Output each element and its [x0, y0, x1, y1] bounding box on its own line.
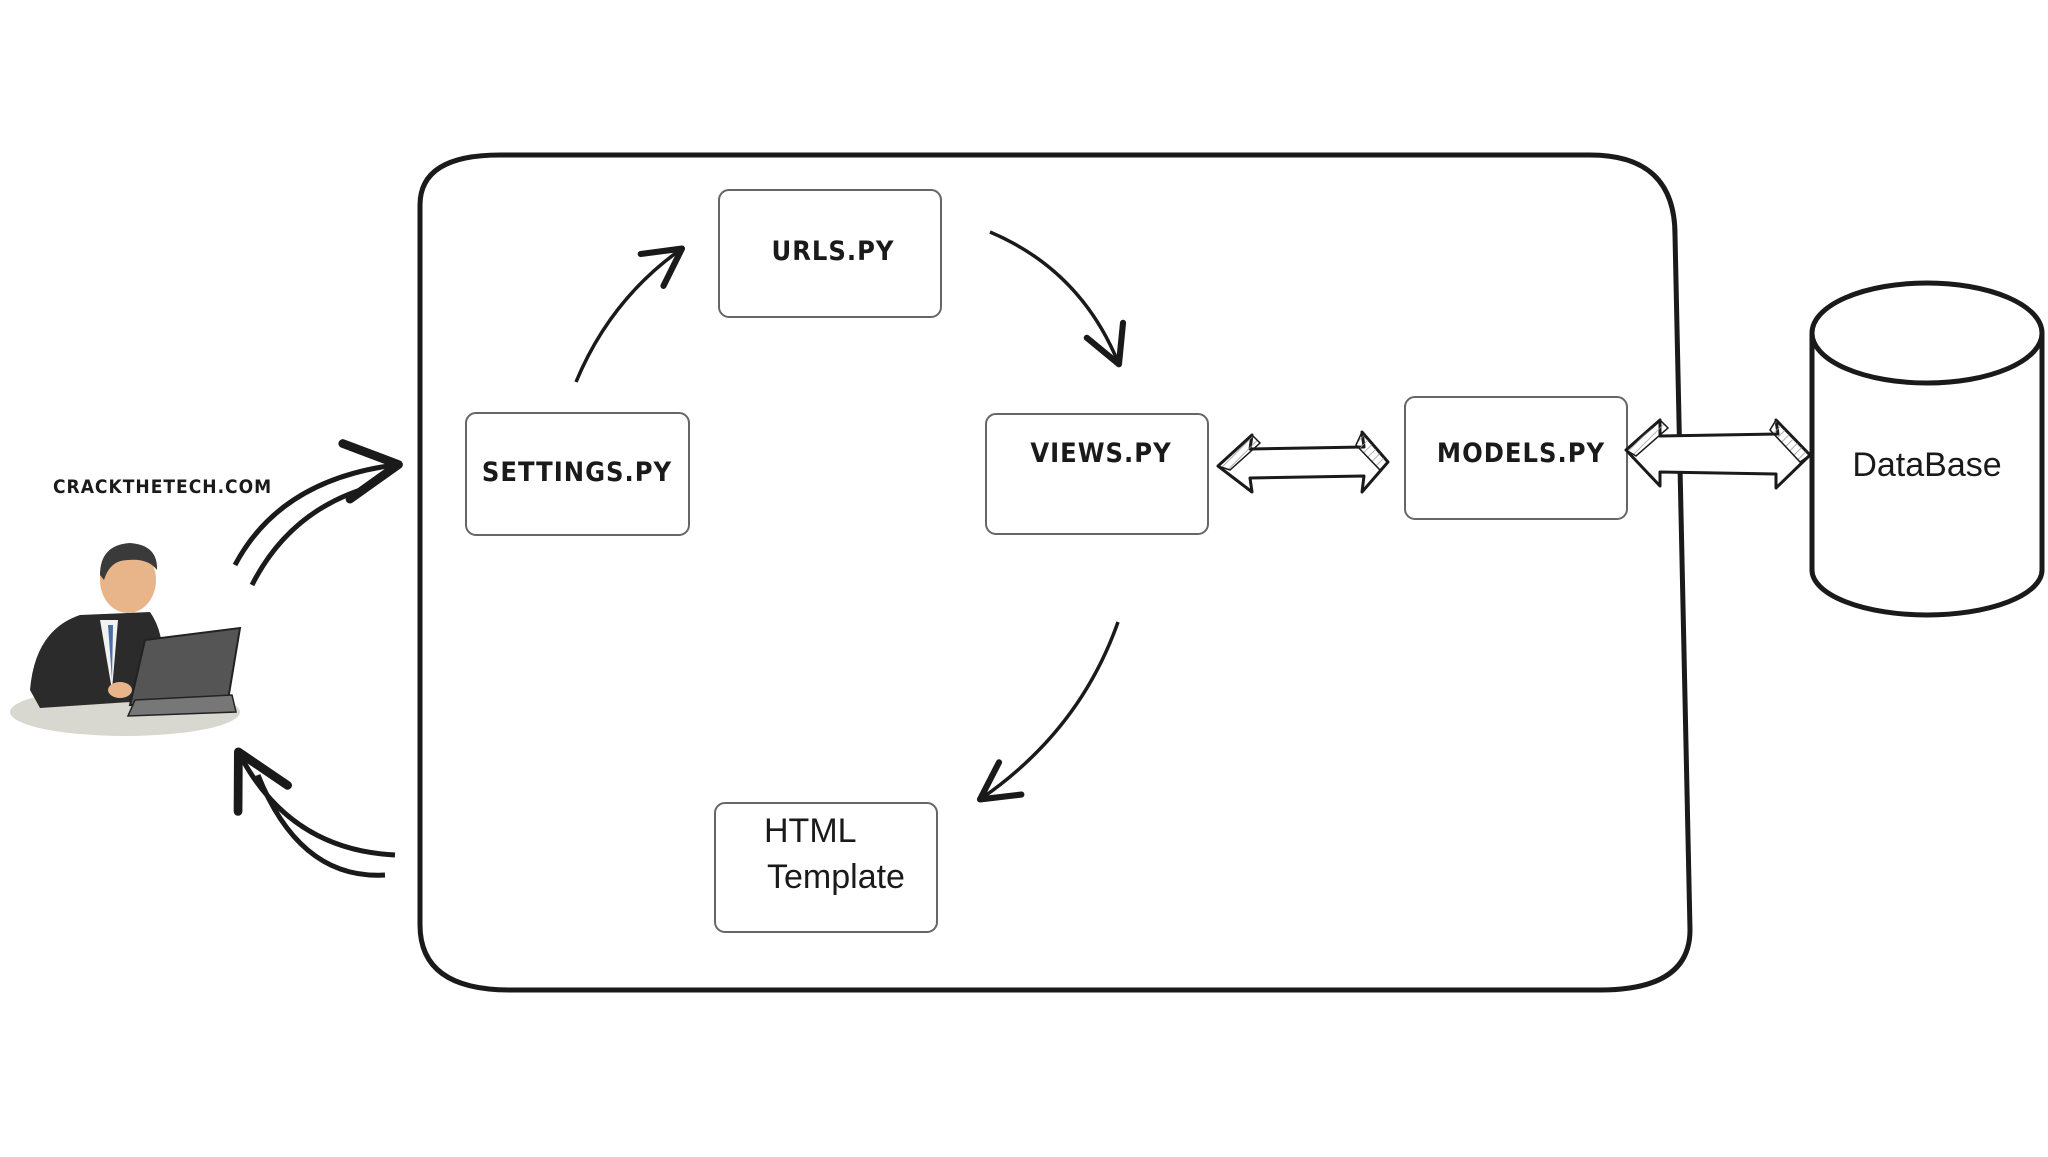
views-box: VIEWS.PY	[985, 413, 1209, 535]
settings-to-urls-arrow	[574, 245, 686, 383]
response-arrow	[233, 747, 396, 858]
server-container	[417, 152, 1693, 993]
models-database-double-arrow	[1624, 418, 1812, 490]
request-arrow	[232, 439, 403, 567]
models-box: MODELS.PY	[1404, 396, 1628, 520]
views-to-template-arrow	[976, 621, 1120, 803]
response-arrow-echo	[255, 774, 386, 878]
settings-label: SETTINGS.PY	[482, 457, 672, 488]
views-models-double-arrow	[1216, 430, 1390, 494]
urls-to-views-arrow	[989, 230, 1127, 368]
database-cylinder-icon: DataBase	[1809, 280, 2045, 618]
template-label-line1: HTML	[764, 812, 857, 850]
settings-box: SETTINGS.PY	[465, 412, 690, 536]
urls-label: URLS.PY	[771, 236, 894, 267]
database-label: DataBase	[1852, 446, 2001, 484]
urls-box: URLS.PY	[718, 189, 942, 318]
request-arrow-echo	[249, 484, 371, 587]
views-label: VIEWS.PY	[1030, 438, 1171, 469]
template-label-line2: Template	[767, 858, 905, 896]
models-label: MODELS.PY	[1437, 438, 1605, 469]
watermark-label: CRACKTHETECH.COM	[53, 476, 272, 498]
user-at-laptop-icon	[10, 543, 242, 736]
html-template-box: HTML Template	[714, 802, 938, 933]
